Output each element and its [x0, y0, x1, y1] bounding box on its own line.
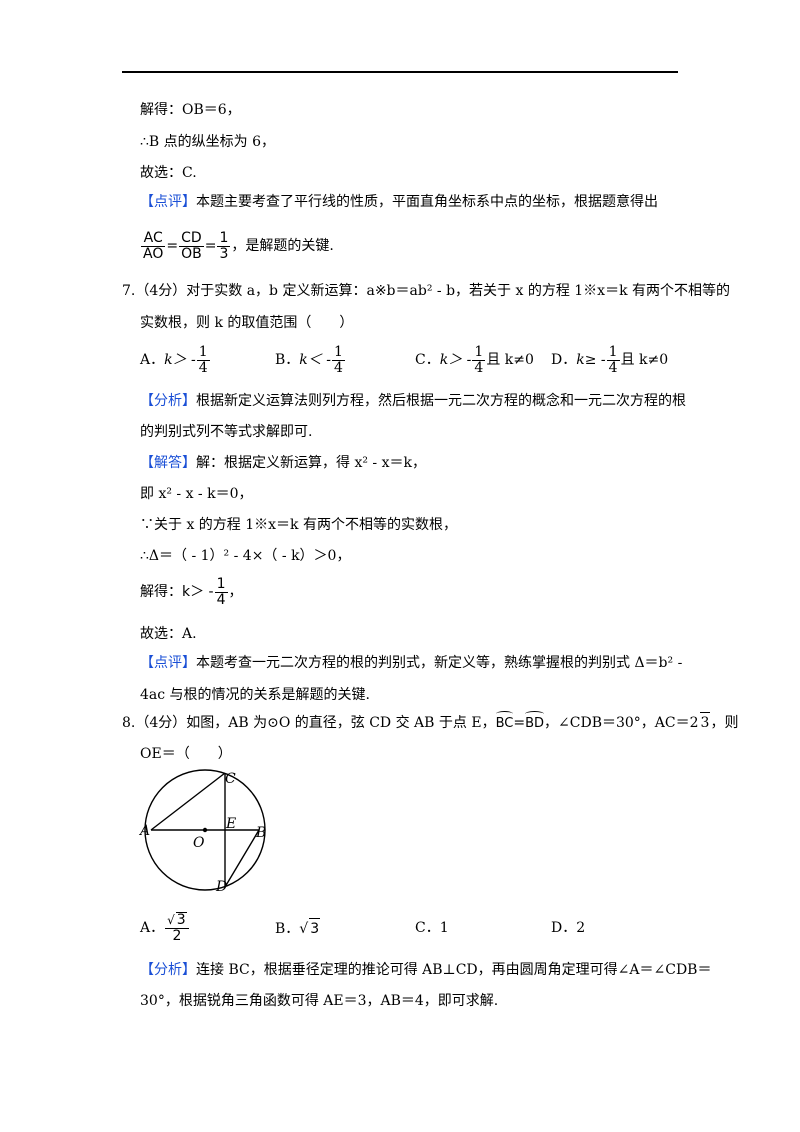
label-a: A — [138, 823, 150, 839]
label-b: B — [255, 825, 266, 841]
segment-bd — [224, 829, 260, 888]
q8-stem-2: OE＝（ ） — [140, 746, 232, 762]
circle-o — [144, 769, 266, 891]
q7-stem-2: 实数根，则 k 的取值范围（ ） — [140, 315, 354, 331]
q8-stem-1: 8.（4分）如图，AB 为⊙O 的直径，弦 CD 交 AB 于点 E，BC=BD… — [122, 711, 738, 734]
q6-review: 【点评】本题主要考查了平行线的性质，平面直角坐标系中点的坐标，根据题意得出 — [140, 192, 658, 212]
key-suffix: ，是解题的关键. — [231, 238, 334, 254]
header-rule — [122, 71, 678, 73]
q8-analysis-1: 【分析】连接 BC，根据垂径定理的推论可得 AB⊥CD，再由圆周角定理可得∠A＝… — [140, 962, 712, 978]
arc-bd: BD — [525, 711, 544, 734]
answer-tag: 【解答】 — [140, 455, 196, 471]
review-tag: 【点评】 — [140, 655, 196, 671]
q6-line-1: 解得：OB＝6， — [140, 102, 241, 118]
analysis-tag: 【分析】 — [140, 393, 196, 409]
label-d: D — [215, 879, 227, 895]
q8-option-b[interactable]: B．√3 — [275, 918, 321, 939]
review-tag: 【点评】 — [140, 194, 196, 210]
review-text: 本题主要考查了平行线的性质，平面直角坐标系中点的坐标，根据题意得出 — [196, 194, 658, 210]
arc-bc: BC — [495, 711, 513, 734]
center-point — [202, 827, 208, 833]
analysis-tag: 【分析】 — [140, 962, 196, 978]
q7-review-1: 【点评】本题考查一元二次方程的根的判别式，新定义等，熟练掌握根的判别式 Δ＝b²… — [140, 655, 683, 671]
q8-option-d[interactable]: D．2 — [551, 920, 586, 936]
sqrt-3: 3 — [699, 712, 711, 733]
q7-answer-6: 故选：A. — [140, 626, 197, 642]
q7-answer-2: 即 x² - x - k＝0， — [140, 486, 253, 502]
label-o: O — [193, 835, 205, 851]
q8-analysis-2: 30°，根据锐角三角函数可得 AE＝3，AB＝4，即可求解. — [140, 993, 499, 1009]
circle-figure: C A E B O D — [138, 769, 266, 895]
q7-review-2: 4ac 与根的情况的关系是解题的关键. — [140, 687, 370, 703]
segment-ac — [150, 772, 226, 831]
q7-answer-1: 【解答】解：根据定义新运算，得 x² - x＝k， — [140, 455, 426, 471]
label-c: C — [225, 771, 236, 787]
q6-line-3: 故选：C. — [140, 165, 197, 181]
q7-analysis-2: 的判别式列不等式求解即可. — [140, 424, 313, 440]
q8-option-c[interactable]: C．1 — [415, 920, 449, 936]
q6-line-2: ∴B 点的纵坐标为 6， — [140, 134, 276, 150]
q7-answer-3: ∵关于 x 的方程 1※x＝k 有两个不相等的实数根， — [140, 517, 457, 533]
label-e: E — [225, 816, 236, 832]
q7-analysis-1: 【分析】根据新定义运算法则列方程，然后根据一元二次方程的概念和一元二次方程的根 — [140, 393, 686, 409]
q7-stem-1: 7.（4分）对于实数 a，b 定义新运算：a※b＝ab² - b，若关于 x 的… — [122, 283, 731, 299]
q7-answer-4: ∴Δ＝（ - 1）² - 4×（ - k）＞0， — [140, 548, 351, 564]
